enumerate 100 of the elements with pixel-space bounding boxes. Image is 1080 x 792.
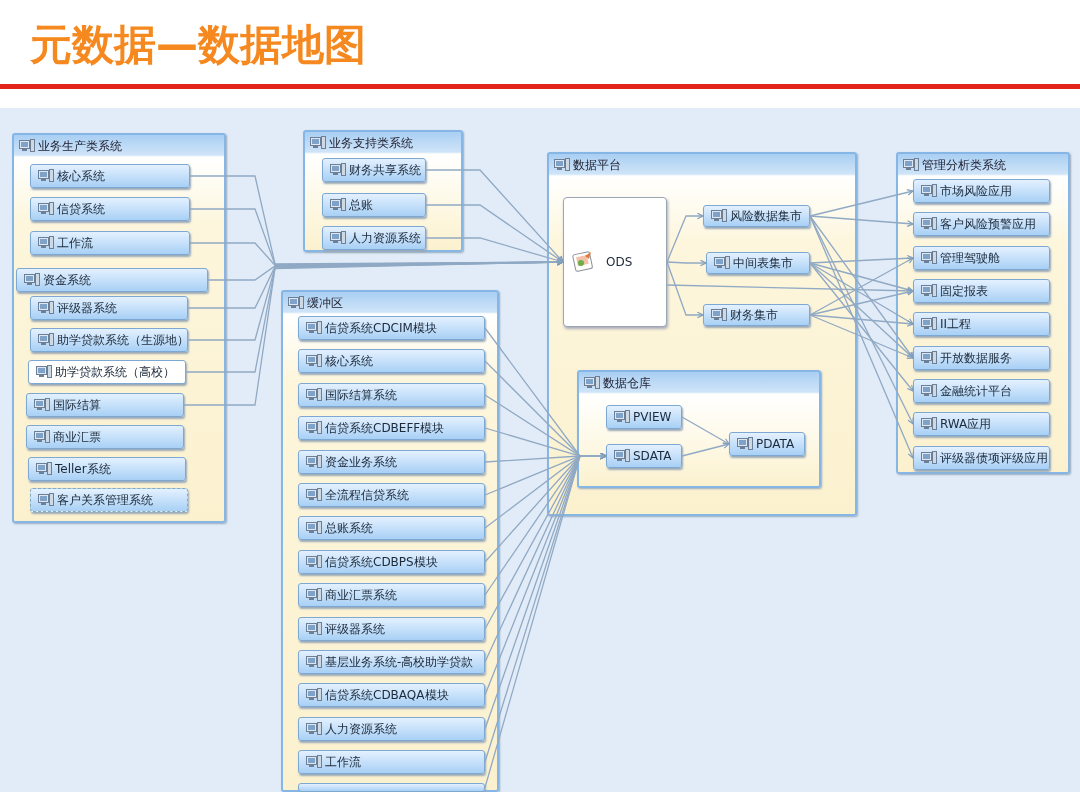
box-label: 核心系统 [57,167,105,185]
arrow [666,261,704,319]
system-box [26,425,184,449]
system-box [30,328,188,352]
arrow [809,215,914,227]
arrow [809,262,914,392]
box-label: 信贷系统CDCIM模块 [325,319,437,337]
box-label: ODS [606,255,633,269]
box-label: 财务共享系统 [349,161,421,179]
system-box [298,717,485,741]
box-label: Teller系统 [55,460,111,478]
box-label: 总账系统 [325,519,373,537]
panel [577,370,821,488]
arrow [666,212,704,263]
box-label: 信贷系统CDBAQA模块 [325,686,449,704]
box-label: 人力资源系统 [325,720,397,738]
arrow [425,204,564,263]
system-box [30,164,190,188]
system-box [913,212,1050,236]
arrow [809,289,914,316]
system-box [298,483,485,507]
box-label: 评级器系统 [325,620,385,638]
box-label: 风险数据集市 [730,207,802,225]
panel [281,290,499,792]
panel-title: 管理分析类系统 [922,157,1006,174]
box-label: 管理驾驶舱 [940,249,1000,267]
box-label: 资金系统 [43,271,91,289]
box-label: 财务集市 [730,306,778,324]
panel-title: 业务生产类系统 [38,138,122,155]
box-label: 工作流 [325,753,361,771]
box-label: II工程 [940,315,972,333]
system-box [298,783,485,792]
system-box [30,197,190,221]
system-box [913,312,1050,336]
box-label: 金融统计平台 [940,382,1012,400]
box-label: PDATA [756,437,795,451]
box-label: 评级器债项评级应用 [940,449,1048,467]
box-label: 评级器系统 [57,299,117,317]
box-label: 中间表集市 [733,254,793,272]
system-box [913,346,1050,370]
system-box [913,379,1050,403]
box-label: 信贷系统 [57,200,105,218]
system-box [703,205,810,227]
page-title: 元数据—数据地图 [30,19,366,71]
system-box [322,193,426,217]
arrow [425,237,564,264]
box-label: 客户关系管理系统 [57,491,153,509]
panel-title: 数据仓库 [603,375,651,392]
system-box [30,296,188,320]
box-label: 商业汇票 [53,428,101,446]
arrow [809,254,914,264]
panel-title: 缓冲区 [307,295,343,312]
box-label: 国际结算系统 [325,386,397,404]
panel [896,152,1070,474]
system-box [28,457,186,481]
box-label: 助学贷款系统（高校） [55,363,175,381]
box-label: SDATA [633,449,672,463]
system-box [28,360,186,384]
system-box [606,405,682,429]
arrow [809,314,914,359]
system-box [26,393,184,417]
system-box [298,550,485,574]
arrow [681,442,730,457]
box-label: 开放数据服务 [940,349,1012,367]
system-box [298,617,485,641]
system-box [298,750,485,774]
arrow [425,169,564,263]
arrow [809,189,914,217]
system-box [913,446,1050,470]
arrow [809,257,914,316]
box-label: 基层业务系统-高校助学贷款 [325,653,474,671]
box-label: 国际结算 [53,396,101,414]
box-label: 全流程信贷系统 [325,486,409,504]
box-label: PVIEW [633,410,672,424]
box-label: 信贷系统CDBEFF模块 [325,419,445,437]
system-box [322,158,426,182]
system-box [913,246,1050,270]
arrow [809,262,914,293]
arrow [666,259,707,267]
box-label: RWA应用 [940,415,992,433]
system-box [298,349,485,373]
system-box [706,252,810,274]
system-box [913,279,1050,303]
box-label: 人力资源系统 [349,229,421,247]
arrow [809,314,914,327]
system-box [298,316,485,340]
system-box [30,231,190,255]
box-label: 助学贷款系统（生源地） [57,331,189,349]
box-label: 信贷系统CDBPS模块 [325,553,438,571]
panel [303,130,463,252]
system-box [298,683,485,707]
data-store-box [563,197,667,327]
system-box [298,416,485,440]
panel [12,133,226,523]
box-label: 总账 [349,196,373,214]
panel [547,152,857,516]
system-box [322,226,426,250]
system-box [913,412,1050,436]
system-box [298,583,485,607]
panel-title: 数据平台 [573,157,621,174]
